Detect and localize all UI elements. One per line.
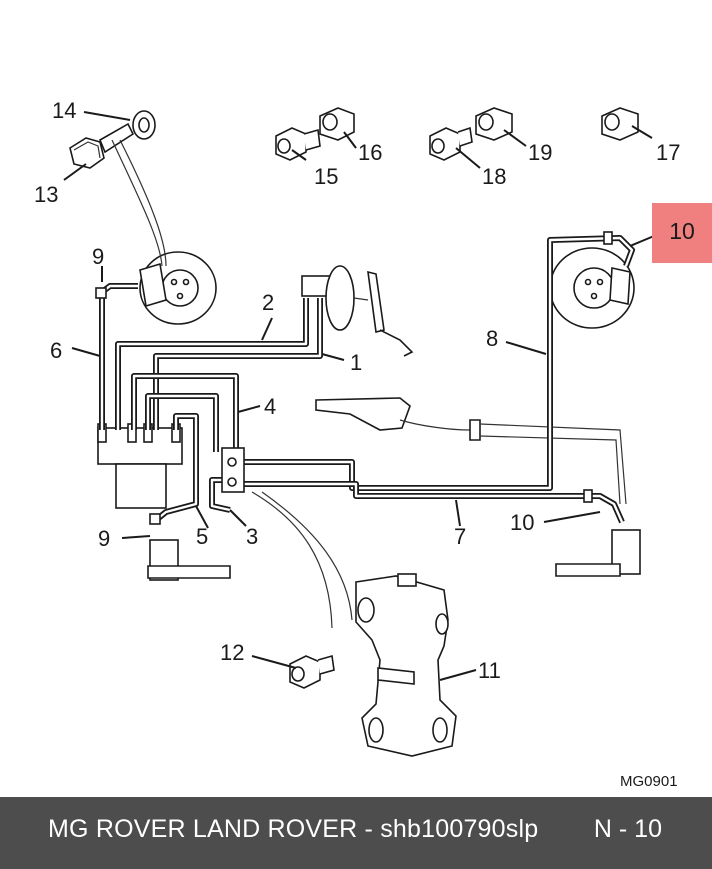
callout-16: 16 — [358, 140, 382, 165]
washer-part — [132, 110, 156, 140]
bolt-part — [69, 122, 135, 169]
footer-title: MG ROVER LAND ROVER - shb100790slp — [48, 815, 539, 843]
callout-7: 7 — [454, 524, 466, 549]
reference-code: MG0901 — [620, 773, 678, 790]
nut-part — [275, 127, 321, 161]
brake-pipes — [95, 231, 635, 525]
callout-14: 14 — [52, 98, 76, 123]
highlighted-callout-10: 10 — [669, 218, 695, 244]
left-brake-disc — [111, 139, 217, 325]
bolt-part — [289, 654, 335, 689]
callout-13: 13 — [34, 182, 58, 207]
callout-1: 1 — [350, 350, 362, 375]
footer-page-number: N - 10 — [593, 815, 662, 843]
callout-17: 17 — [656, 140, 680, 165]
rear-left-caliper — [147, 539, 231, 581]
brake-servo-pedal — [301, 265, 414, 357]
nut-part — [429, 126, 473, 161]
callout-9-bottom: 9 — [98, 526, 110, 551]
rear-right-caliper — [555, 529, 641, 577]
nut-part — [475, 107, 513, 141]
abs-modulator — [97, 423, 183, 509]
callout-8: 8 — [486, 326, 498, 351]
handbrake-lever — [315, 397, 627, 505]
callout-19: 19 — [528, 140, 552, 165]
brake-pipe-diagram: 14 13 15 16 18 19 17 9 6 2 1 4 8 9 5 3 7… — [34, 98, 680, 790]
pressure-valve — [251, 491, 457, 757]
callout-5: 5 — [196, 524, 208, 549]
callout-3: 3 — [246, 524, 258, 549]
callout-11: 11 — [478, 658, 501, 683]
nut-part — [601, 107, 639, 141]
callout-2: 2 — [262, 290, 274, 315]
highlighted-callout-box — [652, 203, 712, 263]
callout-4: 4 — [264, 394, 276, 419]
callout-12: 12 — [220, 640, 244, 665]
footer-bar: MG ROVER LAND ROVER - shb100790slp N - 1… — [0, 797, 712, 869]
leader-lines — [63, 111, 655, 681]
callout-18: 18 — [482, 164, 506, 189]
nut-part — [319, 107, 355, 141]
right-brake-disc — [549, 247, 635, 329]
callout-10-bottom: 10 — [510, 510, 534, 535]
callout-15: 15 — [314, 164, 338, 189]
callout-9-top: 9 — [92, 244, 104, 269]
callout-6: 6 — [50, 338, 62, 363]
